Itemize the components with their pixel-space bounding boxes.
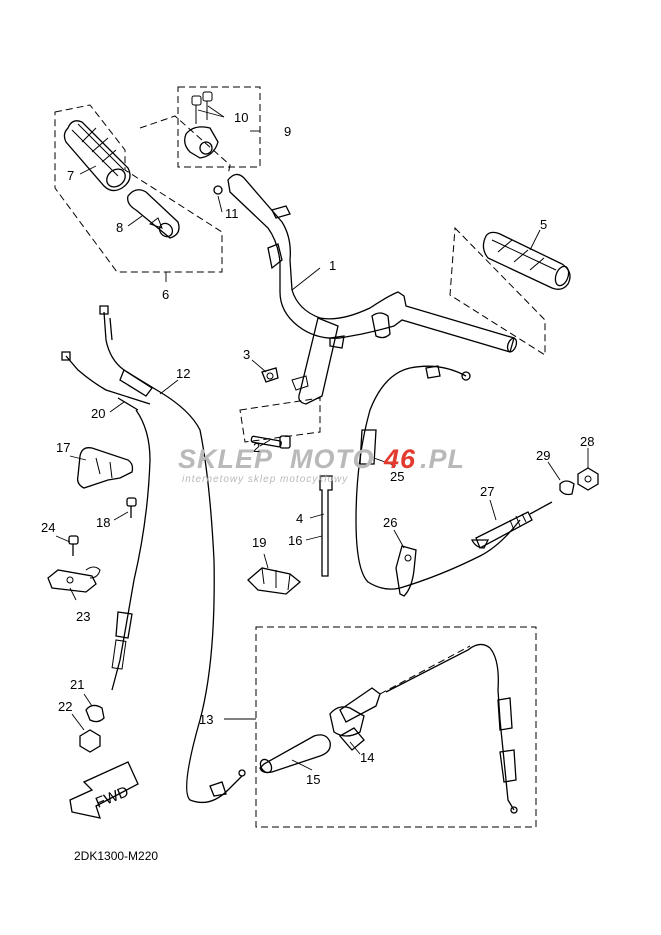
- callout-26: 26: [383, 515, 397, 530]
- group-2-outline: [239, 397, 321, 443]
- callout-19: 19: [252, 535, 266, 550]
- callout-3: 3: [243, 347, 250, 362]
- callout-25: 25: [390, 469, 404, 484]
- callout-labels: 1 2 3 4 5 6 7 8 9 10 11 12 13 14 15 16 1…: [41, 110, 594, 787]
- throttle-cables: [61, 305, 246, 804]
- forward-arrow: [69, 761, 139, 819]
- group-6-outline: [54, 104, 223, 273]
- callout-27: 27: [480, 484, 494, 499]
- callout-14: 14: [360, 750, 374, 765]
- callout-10: 10: [234, 110, 248, 125]
- nut-28: [577, 467, 599, 491]
- cable-bracket: [395, 545, 417, 597]
- clamp-bolt: [261, 367, 279, 383]
- callout-16: 16: [288, 533, 302, 548]
- group-5-outline: [449, 226, 546, 356]
- callout-2: 2: [253, 440, 260, 455]
- callout-4: 4: [296, 511, 303, 526]
- group-9-outline: [177, 86, 261, 168]
- bolt-2: [250, 435, 291, 449]
- throttle-tube: [127, 189, 180, 239]
- nut-28-hole: [584, 475, 592, 483]
- watermark-brand-c: 46: [383, 444, 416, 474]
- clutch-adjuster: [470, 501, 553, 549]
- screw-18: [126, 497, 137, 518]
- callout-7: 7: [67, 168, 74, 183]
- callout-24: 24: [41, 520, 55, 535]
- callout-20: 20: [91, 406, 105, 421]
- group-13-outline: [255, 626, 537, 828]
- callout-29: 29: [536, 448, 550, 463]
- throttle-housing: [184, 91, 223, 195]
- callout-13: 13: [199, 712, 213, 727]
- callout-28: 28: [580, 434, 594, 449]
- watermark-brand-d: .PL: [420, 444, 465, 474]
- clamp-19: [247, 567, 302, 595]
- callout-22: 22: [58, 699, 72, 714]
- callout-5: 5: [540, 217, 547, 232]
- throttle-assembly-13: [259, 643, 518, 814]
- group-6-inner-outline: [139, 115, 231, 176]
- watermark-brand-b: MOTO: [290, 444, 375, 474]
- left-grip: [63, 120, 131, 192]
- washer-29: [559, 480, 575, 496]
- callout-21: 21: [70, 677, 84, 692]
- watermark: SKLEP MOTO 46 .PL internetowy sklep moto…: [178, 444, 465, 485]
- handlebar: [227, 173, 518, 405]
- callout-15: 15: [306, 772, 320, 787]
- watermark-tagline: internetowy sklep motocyklowy: [182, 474, 348, 485]
- callout-9: 9: [284, 124, 291, 139]
- cable-tie: [319, 475, 333, 577]
- screw-24: [68, 535, 79, 556]
- boot-21: [85, 704, 105, 723]
- callout-23: 23: [76, 609, 90, 624]
- diagram-code: 2DK1300-M220: [74, 849, 158, 863]
- callout-18: 18: [96, 515, 110, 530]
- bracket-23: [47, 566, 101, 593]
- leader-lines: [55, 105, 589, 771]
- cable-guide-17: [76, 447, 134, 489]
- right-grip: [482, 231, 571, 290]
- callout-12: 12: [176, 366, 190, 381]
- callout-11: 11: [225, 206, 239, 221]
- callout-6: 6: [162, 287, 169, 302]
- callout-8: 8: [116, 220, 123, 235]
- fwd-label: FWD: [93, 783, 131, 812]
- watermark-brand-a: SKLEP: [178, 444, 273, 474]
- callout-1: 1: [329, 258, 336, 273]
- clutch-cable: [355, 365, 521, 590]
- callout-17: 17: [56, 440, 70, 455]
- nut-22: [79, 729, 101, 753]
